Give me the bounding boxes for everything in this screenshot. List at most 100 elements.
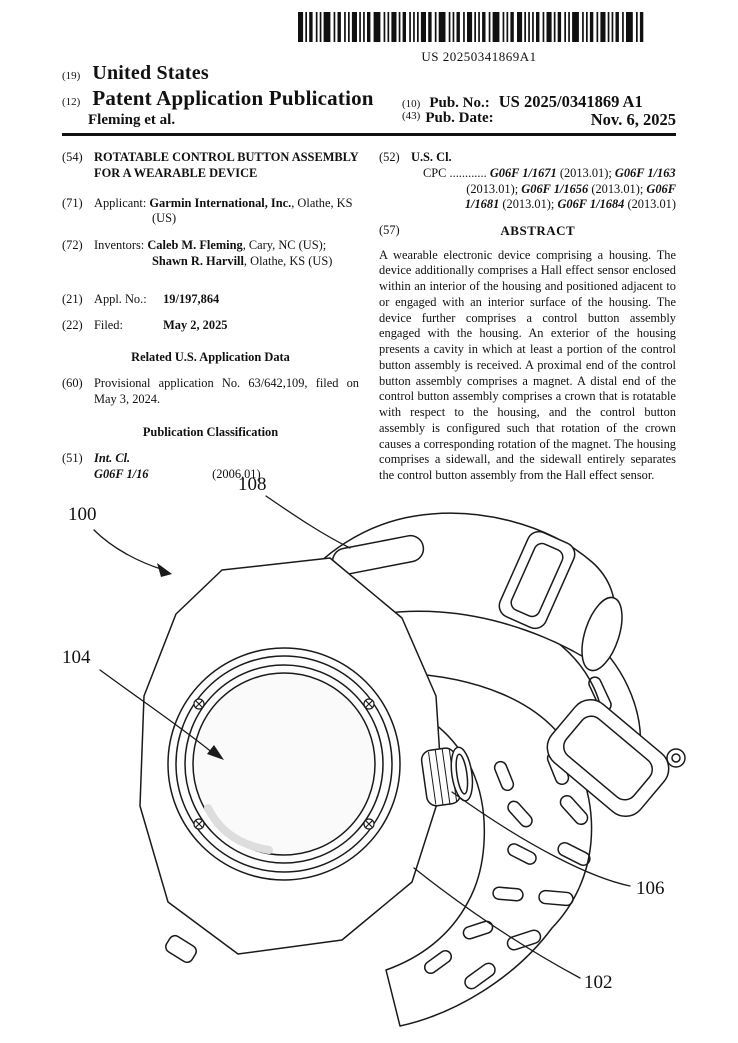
header-country-row: (19) United States <box>62 62 209 85</box>
arrowhead-100 <box>157 563 172 577</box>
pub-date-value: Nov. 6, 2025 <box>590 110 676 129</box>
header-divider <box>62 133 676 136</box>
provisional-field: (60) Provisional application No. 63/642,… <box>62 376 359 408</box>
abstract-heading-row: (57) ABSTRACT <box>379 223 676 240</box>
watch-crown <box>420 746 474 807</box>
pub-date-label: Pub. Date: <box>425 110 494 126</box>
cpc-line-3: 1/1681 (2013.01); G06F 1/1684 (2013.01) <box>423 197 676 213</box>
filed-body: Filed: May 2, 2025 <box>94 318 359 334</box>
applicant-body: Applicant: Garmin International, Inc., O… <box>94 196 359 228</box>
left-column: (54) ROTATABLE CONTROL BUTTON ASSEMBLY F… <box>62 150 359 494</box>
appl-no-label: Appl. No.: <box>94 291 147 306</box>
cpc-date: (2013.01); <box>502 197 555 212</box>
biblio-columns: (54) ROTATABLE CONTROL BUTTON ASSEMBLY F… <box>62 150 676 494</box>
cpc-code: G06F 1/163 <box>614 165 676 180</box>
pub-no-value: US 2025/0341869 A1 <box>498 92 643 111</box>
field-num-57: (57) <box>379 223 400 237</box>
appl-no-value: 19/197,864 <box>163 291 220 306</box>
authors: Fleming et al. <box>88 112 176 128</box>
cpc-code: G06F 1/1684 <box>557 197 625 212</box>
cpc-code: G06F 1/1656 <box>521 181 589 196</box>
arrowhead-104 <box>207 745 224 760</box>
inventor2-name: Shawn R. Harvill <box>152 253 244 268</box>
ref-label-104: 104 <box>62 647 91 668</box>
provisional-text: Provisional application No. 63/642,109, … <box>94 375 359 406</box>
bezel-screws <box>193 698 375 830</box>
header-type-row: (12) Patent Application Publication <box>62 86 374 111</box>
barcode <box>298 12 644 42</box>
us-cl-body: U.S. Cl. CPC ............ G06F 1/1671 (2… <box>411 150 676 213</box>
leader-102 <box>413 867 581 979</box>
strap-keeper <box>498 530 576 630</box>
cpc-line-2: (2013.01); G06F 1/1656 (2013.01); G06F <box>423 182 676 198</box>
int-cl-date: (2006.01) <box>212 466 261 481</box>
field-num-71: (71) <box>62 195 83 210</box>
cpc-date: (2013.01) <box>627 197 676 212</box>
inventor2-rest: , Olathe, KS (US) <box>243 253 333 268</box>
ref-label-100: 100 <box>68 504 97 525</box>
kind-code-12: (12) <box>62 96 81 108</box>
pub-classification-heading: Publication Classification <box>142 425 279 440</box>
inventor1-name: Caleb M. Fleming <box>147 238 243 252</box>
int-cl-code: G06F 1/16 <box>94 466 149 481</box>
pub-date-row: (43) Pub. Date: Nov. 6, 2025 <box>402 110 676 130</box>
watch-clasp-loop <box>546 699 686 817</box>
pub-no-label: Pub. No.: <box>429 95 490 111</box>
us-cl-label: U.S. Cl. <box>411 150 452 164</box>
kind-code-10: (10) <box>402 98 421 110</box>
cpc-block: CPC ............ G06F 1/1671 (2013.01); … <box>411 166 676 213</box>
applicant-name: Garmin International, Inc. <box>149 195 292 210</box>
publication-type: Patent Application Publication <box>92 86 374 110</box>
us-cl-field: (52) U.S. Cl. CPC ............ G06F 1/16… <box>379 150 676 213</box>
cpc-code: G06F <box>646 181 676 196</box>
figure-leader-lines <box>93 495 631 979</box>
applicant-rest: , Olathe, KS (US) <box>152 195 353 226</box>
inventor1-rest: , Cary, NC (US); <box>242 238 327 252</box>
inventors-body: Inventors: Caleb M. Fleming, Cary, NC (U… <box>94 238 359 270</box>
barcode-block: US 20250341869A1 <box>296 12 662 65</box>
watch-face <box>167 647 401 881</box>
cpc-prefix: CPC ............ <box>423 165 487 180</box>
cpc-code: G06F 1/1671 <box>489 165 557 180</box>
filed-field: (22) Filed: May 2, 2025 <box>62 318 359 334</box>
field-num-51: (51) <box>62 451 83 465</box>
ref-label-108: 108 <box>238 474 267 495</box>
field-num-52: (52) <box>379 150 400 164</box>
filed-label: Filed: <box>94 318 123 333</box>
field-num-60: (60) <box>62 375 83 390</box>
inventors-label: Inventors: <box>94 238 145 252</box>
filed-value: May 2, 2025 <box>163 318 228 333</box>
title-field: (54) ROTATABLE CONTROL BUTTON ASSEMBLY F… <box>62 150 359 182</box>
patent-figure: 100 108 104 106 102 <box>62 474 686 1027</box>
cpc-date: (2013.01); <box>591 181 644 196</box>
applicant-field: (71) Applicant: Garmin International, In… <box>62 196 359 228</box>
cpc-date: (2013.01); <box>466 181 519 196</box>
leader-108 <box>265 495 351 549</box>
kind-code-43: (43) <box>402 110 421 122</box>
country-name: United States <box>92 62 209 84</box>
strap-end-cap <box>581 596 623 672</box>
applicant-label: Applicant: <box>94 195 147 210</box>
int-cl-field: (51) Int. Cl. G06F 1/16 (2006.01) <box>62 451 359 483</box>
field-num-54: (54) <box>62 150 83 164</box>
cpc-code: 1/1681 <box>464 197 500 212</box>
right-column: (52) U.S. Cl. CPC ............ G06F 1/16… <box>379 150 676 494</box>
leader-100 <box>93 529 165 571</box>
ref-label-106: 106 <box>636 878 665 899</box>
field-num-72: (72) <box>62 238 83 252</box>
appl-no-field: (21) Appl. No.: 19/197,864 <box>62 292 359 308</box>
kind-code-19: (19) <box>62 70 81 82</box>
int-cl-body: Int. Cl. G06F 1/16 (2006.01) <box>94 451 359 483</box>
clasp-pin <box>666 748 686 768</box>
inventors-field: (72) Inventors: Caleb M. Fleming, Cary, … <box>62 238 359 270</box>
field-num-21: (21) <box>62 291 83 306</box>
pub-no-row: (10) Pub. No.: US 2025/0341869 A1 <box>402 92 676 112</box>
abstract-text: A wearable electronic device comprising … <box>379 247 676 483</box>
barcode-text: US 20250341869A1 <box>421 49 537 64</box>
abstract-heading: ABSTRACT <box>500 223 576 238</box>
appl-no-body: Appl. No.: 19/197,864 <box>94 292 359 308</box>
int-cl-label: Int. Cl. <box>94 451 131 465</box>
field-num-22: (22) <box>62 318 83 333</box>
related-data-heading: Related U.S. Application Data <box>131 350 290 364</box>
